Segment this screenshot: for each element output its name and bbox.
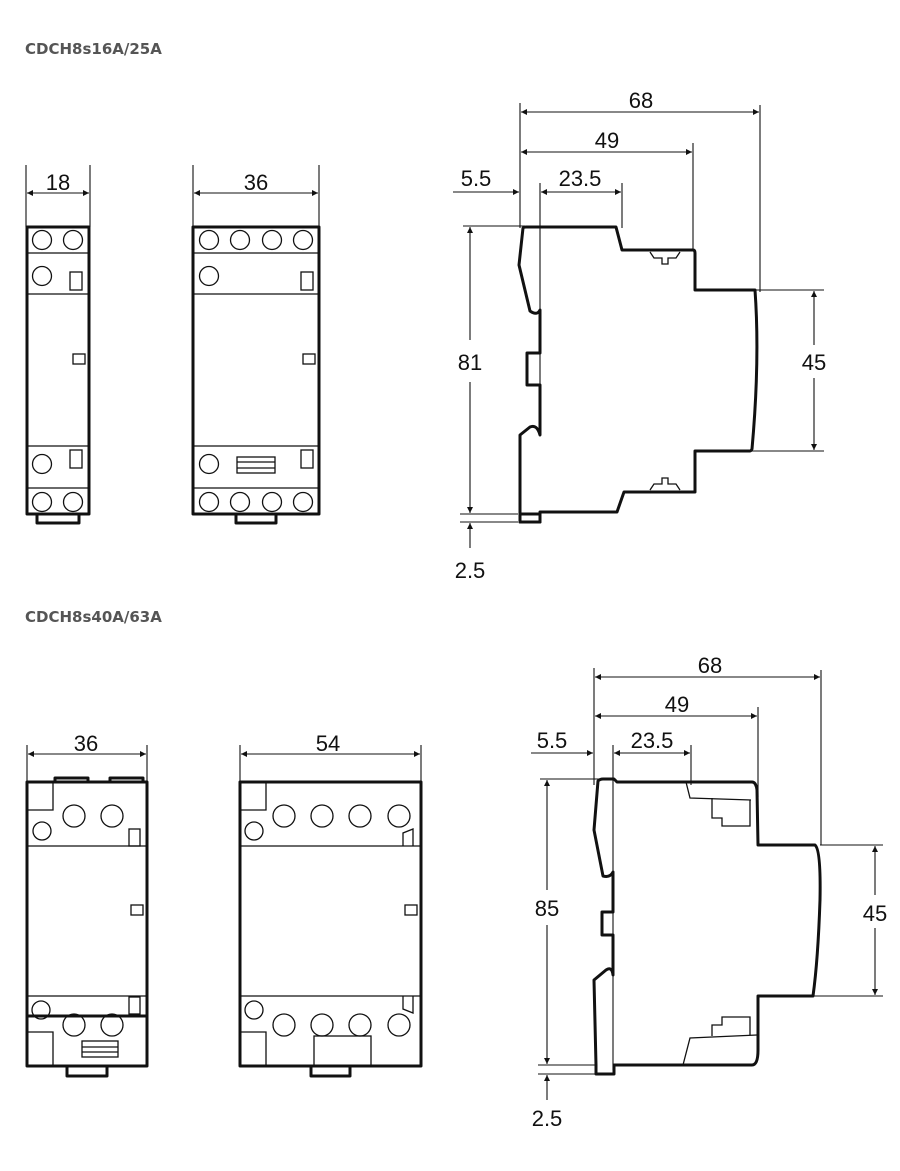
front-view-18mm: 18 bbox=[25, 165, 91, 525]
offset-label-2: 5.5 bbox=[537, 728, 568, 753]
height-label: 81 bbox=[458, 350, 482, 375]
depth-total-label-2: 68 bbox=[698, 653, 722, 678]
depth-front-label-2: 23.5 bbox=[631, 728, 674, 753]
depth-mid-label-2: 49 bbox=[665, 692, 689, 717]
depth-mid-label: 49 bbox=[595, 128, 619, 153]
front-view-54mm: 54 bbox=[238, 731, 423, 1078]
offset-label: 5.5 bbox=[461, 166, 492, 191]
side-view-85mm: 68 49 5.5 23.5 85 2.5 45 bbox=[531, 653, 887, 1131]
front-view-36mm: 36 bbox=[191, 165, 321, 525]
section-title-2: CDCH8s40A/63A bbox=[25, 608, 162, 626]
depth-total-label: 68 bbox=[629, 88, 653, 113]
front-height-label: 45 bbox=[802, 350, 826, 375]
width-label-36: 36 bbox=[244, 170, 268, 195]
clip-label-2: 2.5 bbox=[532, 1106, 563, 1131]
height-label-2: 85 bbox=[535, 896, 559, 921]
depth-front-label: 23.5 bbox=[559, 166, 602, 191]
section-title-1: CDCH8s16A/25A bbox=[25, 40, 162, 58]
width-label-54: 54 bbox=[316, 731, 340, 756]
clip-label: 2.5 bbox=[455, 558, 486, 583]
front-height-label-2: 45 bbox=[863, 901, 887, 926]
side-view-81mm: 68 49 5.5 23.5 81 2.5 45 bbox=[453, 88, 826, 583]
width-label-36-large: 36 bbox=[74, 731, 98, 756]
front-view-36mm-large: 36 bbox=[25, 731, 149, 1078]
width-label-18: 18 bbox=[46, 170, 70, 195]
